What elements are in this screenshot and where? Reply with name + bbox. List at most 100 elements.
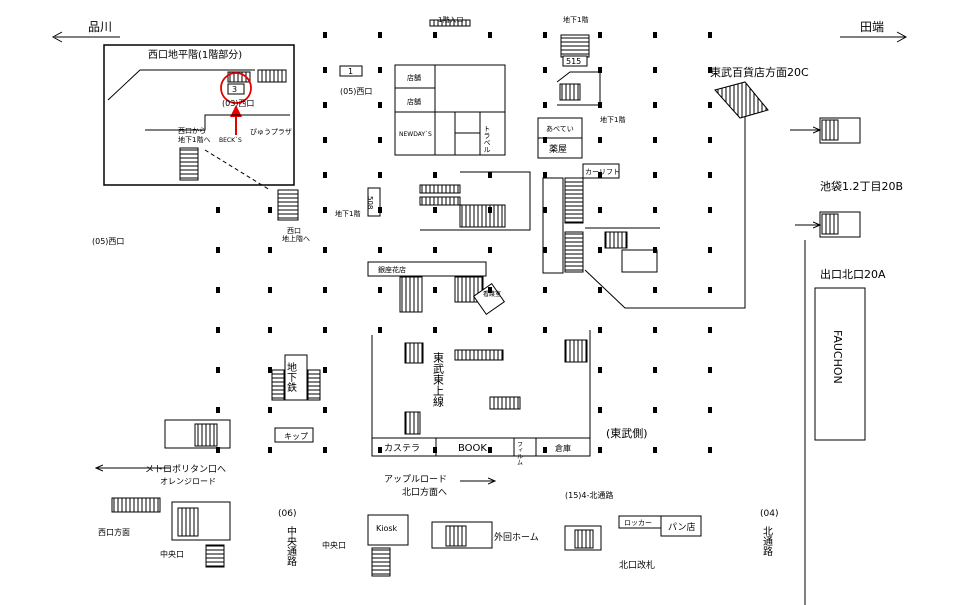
pillar bbox=[216, 207, 220, 213]
pillar bbox=[216, 407, 220, 413]
inset-exit-label: (03)西口 bbox=[222, 99, 254, 108]
fauchon-label: FAUCHON bbox=[831, 330, 844, 384]
pillar bbox=[708, 207, 712, 213]
pillar bbox=[543, 32, 547, 38]
pillar bbox=[708, 32, 712, 38]
pillar bbox=[268, 367, 272, 373]
pillar bbox=[488, 447, 492, 453]
pillar bbox=[433, 247, 437, 253]
subway-label: 地下鉄 bbox=[285, 361, 297, 393]
pillar bbox=[268, 327, 272, 333]
pillar bbox=[653, 207, 657, 213]
pharmacy-label: 薬屋 bbox=[549, 143, 567, 155]
pillar bbox=[543, 172, 547, 178]
direction-right-label: 田端 bbox=[860, 20, 884, 34]
pillar bbox=[323, 67, 327, 73]
ginza-florist-label: 銀座花店 bbox=[378, 265, 406, 274]
tobu-side-label: (東武側) bbox=[606, 427, 648, 440]
north-gate-label: 北口改札 bbox=[619, 559, 655, 571]
pillar bbox=[378, 247, 382, 253]
pillar-grid bbox=[216, 32, 712, 453]
newdays-label: NEWDAY`S bbox=[399, 131, 432, 138]
pillar bbox=[653, 172, 657, 178]
pillar bbox=[708, 287, 712, 293]
pillar bbox=[488, 247, 492, 253]
book-label: BOOK bbox=[458, 443, 487, 454]
pillar bbox=[323, 287, 327, 293]
pillar bbox=[653, 247, 657, 253]
shops-right: あべてい 薬屋 カーリフト bbox=[537, 102, 746, 309]
pillar bbox=[708, 172, 712, 178]
pillar bbox=[268, 247, 272, 253]
pillar bbox=[378, 207, 382, 213]
pillar bbox=[378, 137, 382, 143]
warehouse-label: 倉庫 bbox=[555, 443, 571, 453]
pillar bbox=[653, 102, 657, 108]
direction-left: 品川 bbox=[51, 20, 120, 43]
pillar bbox=[598, 207, 602, 213]
pillar bbox=[378, 102, 382, 108]
tobu-dept-label: 東武百貨店方面20C bbox=[710, 65, 809, 79]
pillar bbox=[653, 367, 657, 373]
central-exit-b: 中央口 bbox=[322, 540, 346, 550]
north-04: (04) bbox=[760, 509, 778, 519]
bakery-label: パン店 bbox=[668, 521, 695, 533]
apple-road-label: アップルロード bbox=[384, 474, 447, 485]
box1-label: 1 bbox=[348, 67, 353, 76]
pillar bbox=[598, 67, 602, 73]
top-entrances: 1階入口 地下1階 515 地下1階 bbox=[429, 15, 625, 124]
inset-exit-number: 3 bbox=[232, 85, 237, 94]
pillar bbox=[708, 247, 712, 253]
pillar bbox=[378, 287, 382, 293]
pillar bbox=[653, 447, 657, 453]
pillar bbox=[653, 137, 657, 143]
pillar bbox=[378, 447, 382, 453]
pillar bbox=[323, 247, 327, 253]
pillar bbox=[216, 287, 220, 293]
pillar bbox=[598, 367, 602, 373]
pillar bbox=[598, 172, 602, 178]
west-exit-05a: (05)西口 bbox=[340, 87, 372, 96]
pillar bbox=[708, 67, 712, 73]
pillar bbox=[488, 172, 492, 178]
pillar bbox=[543, 207, 547, 213]
pillar bbox=[653, 287, 657, 293]
pillar bbox=[543, 102, 547, 108]
highlight-circle bbox=[220, 72, 252, 104]
pillar bbox=[268, 207, 272, 213]
pillar bbox=[598, 327, 602, 333]
pillar bbox=[268, 287, 272, 293]
central-exit-a: 中央口 bbox=[160, 549, 184, 559]
west-stairs: 1 (05)西口 508 地下1階 西口 地上階へ (05)西口 bbox=[92, 65, 381, 246]
inset-title: 西口地平階(1階部分) bbox=[148, 48, 242, 61]
pillar bbox=[653, 67, 657, 73]
west-exit-05b: (05)西口 bbox=[92, 237, 124, 246]
west-dir-label: 西口方面 bbox=[98, 527, 130, 537]
pillar bbox=[378, 327, 382, 333]
pillar bbox=[708, 447, 712, 453]
pillar bbox=[598, 287, 602, 293]
pillar bbox=[216, 247, 220, 253]
shop2-label: 店舗 bbox=[407, 97, 421, 106]
castella-label: カステラ bbox=[384, 443, 420, 454]
right-exits: 東武百貨店方面20C 池袋1.2丁目20B 出口北口20A FAUCHON bbox=[710, 65, 903, 605]
pillar bbox=[433, 32, 437, 38]
inset-from-label2: 地下1階へ bbox=[178, 135, 210, 144]
pillar bbox=[433, 172, 437, 178]
pillar bbox=[378, 32, 382, 38]
west-to-ground2: 地上階へ bbox=[282, 234, 310, 243]
north-passage-label: 北通路 bbox=[761, 526, 773, 557]
inset-becks: BECK`S bbox=[219, 137, 242, 144]
pillar bbox=[708, 407, 712, 413]
pillar bbox=[708, 367, 712, 373]
pillar bbox=[323, 327, 327, 333]
pillar bbox=[216, 447, 220, 453]
pillar bbox=[543, 287, 547, 293]
pillar bbox=[488, 287, 492, 293]
b1-a-label: 地下1階 bbox=[600, 115, 625, 124]
tobu-tojo-label: 東武東上線 bbox=[432, 352, 445, 407]
pillar bbox=[323, 102, 327, 108]
pillar bbox=[268, 407, 272, 413]
ikebukuro-label: 池袋1.2丁目20B bbox=[820, 179, 903, 193]
